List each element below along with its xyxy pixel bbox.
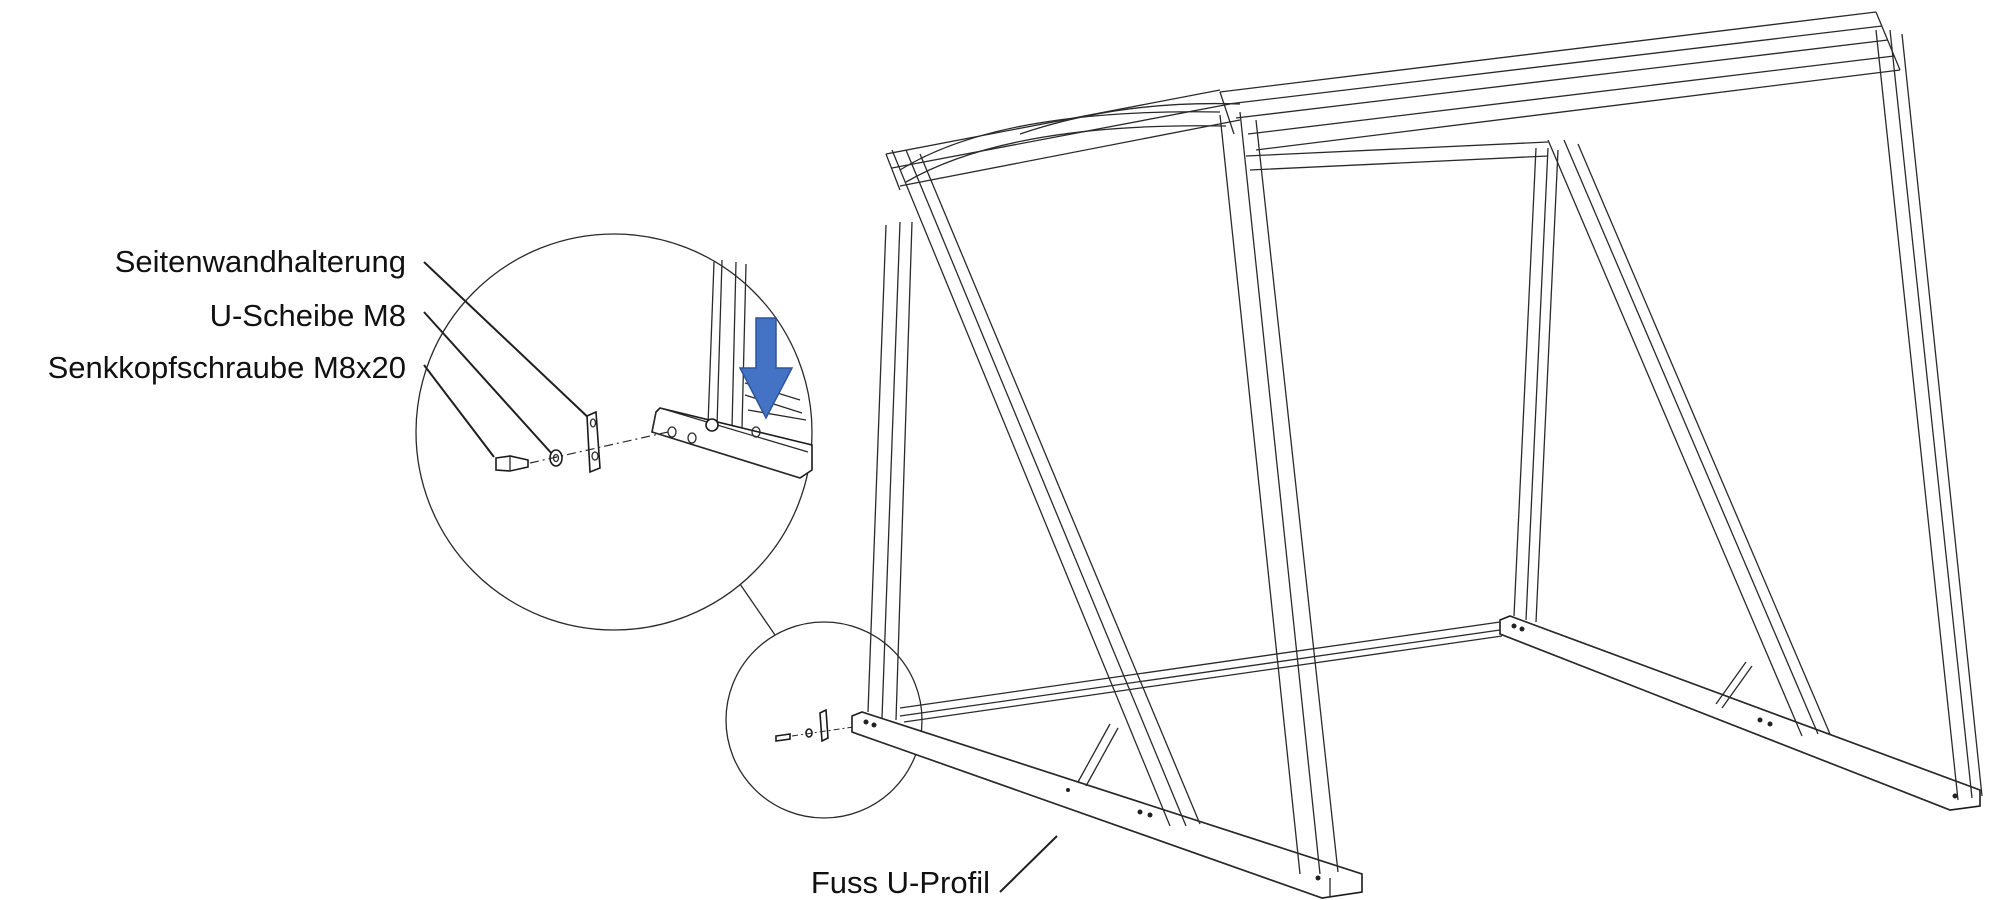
zoom-bracket-plate	[586, 410, 601, 474]
zoom-fitted-bolt	[705, 418, 719, 432]
detail-circle	[415, 233, 813, 631]
base-holes	[863, 623, 1958, 881]
shelter-frame	[851, 11, 1983, 899]
detail-connector	[739, 583, 776, 636]
zoom-rail-edge	[651, 407, 809, 479]
detail-zoom	[415, 233, 813, 636]
label-side-wall-bracket: Seitenwandhalterung	[115, 244, 406, 279]
leader-washer	[423, 311, 554, 456]
leader-lines	[423, 261, 1058, 893]
label-washer: U-Scheibe M8	[210, 298, 406, 333]
detail-small	[725, 621, 923, 819]
zoom-rail-hole-2	[687, 432, 697, 444]
zoom-rail-hole-3	[751, 426, 761, 438]
small-screw	[775, 733, 791, 742]
zoom-frame-post	[707, 259, 747, 429]
label-base-profile: Fuss U-Profil	[811, 865, 990, 900]
rear-base-profile	[1499, 615, 1981, 811]
zoom-bracket-hole-top	[589, 418, 597, 428]
small-bracket	[819, 708, 829, 743]
insert-direction-arrow-icon	[738, 317, 794, 420]
leader-bracket	[423, 261, 594, 423]
zoom-assembly-axis	[529, 431, 669, 464]
leader-screw	[423, 364, 495, 458]
leader-base-profile	[999, 835, 1058, 893]
zoom-bracket-hole-bottom	[591, 451, 599, 461]
label-screw: Senkkopfschraube M8x20	[48, 350, 406, 385]
zoom-screw	[495, 455, 529, 472]
